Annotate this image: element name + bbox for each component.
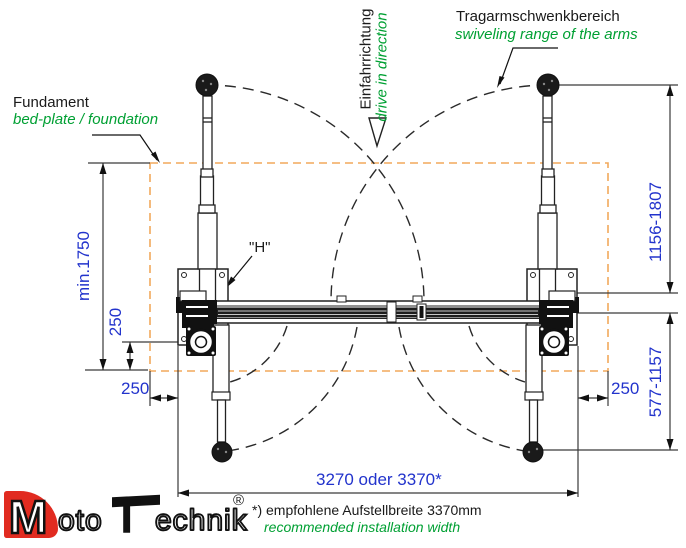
- dim-margin-right: 250: [611, 379, 640, 398]
- arc-left-long-arm: [206, 84, 425, 303]
- logo-letter-m: M: [8, 490, 49, 545]
- upper-arm: [197, 95, 218, 306]
- arc-left-short-arm-retracted: [229, 325, 288, 383]
- left-drive-unit: [176, 290, 216, 356]
- mototechnik-logo: M oto T echnik ®: [0, 488, 260, 548]
- dimension-arrowheads: [99, 85, 674, 497]
- registered-trademark-icon: ®: [233, 492, 245, 509]
- arc-right-short-arm-extended: [398, 326, 534, 453]
- footnote-en: recommended installation width: [264, 519, 461, 535]
- dim-long-arm-reach: 1156-1807: [646, 181, 665, 263]
- arc-right-long-arm: [330, 84, 549, 303]
- dim-installation-width: 3270 oder 3370*: [316, 470, 442, 489]
- leader-lines: [92, 47, 558, 285]
- logo-text-echnik: echnik: [154, 503, 248, 538]
- foundation-label-en: bed-plate / foundation: [13, 111, 159, 128]
- right-drive-unit: [537, 289, 581, 358]
- swivel-range-label-de: Tragarmschwenkbereich: [456, 8, 620, 25]
- foundation-label-de: Fundament: [13, 94, 89, 111]
- swivel-range-label-en: swiveling range of the arms: [455, 26, 638, 43]
- swivel-range-arcs: [206, 84, 549, 453]
- right-post: [522, 73, 578, 463]
- dim-beam-to-foundation: 250: [106, 307, 125, 337]
- logo-letter-t: T: [112, 491, 142, 544]
- column-marker-label: "H": [249, 239, 271, 256]
- lower-arm-pad: [211, 441, 233, 463]
- crossbeam: [212, 295, 544, 324]
- arc-left-short-arm-extended: [214, 326, 358, 453]
- dim-margin-left: 250: [121, 379, 150, 398]
- drive-direction-label-en: drive in direction: [373, 12, 391, 122]
- footnote-de: *) empfohlene Aufstellbreite 3370mm: [252, 502, 482, 518]
- upper-arm-pad: [195, 73, 219, 97]
- drive-in-direction-arrow-icon: [368, 117, 387, 149]
- dimension-lines: [85, 84, 678, 497]
- dim-foundation-depth: min.1750: [74, 231, 93, 301]
- arc-right-short-arm-retracted: [468, 325, 526, 383]
- drive-direction-label-de: Einfahrrichtung: [357, 8, 375, 110]
- foundation-outline: [149, 162, 609, 372]
- logo-text-oto: oto: [57, 503, 103, 538]
- left-post: [177, 73, 233, 463]
- dim-short-arm-reach: 577-1157: [646, 346, 665, 418]
